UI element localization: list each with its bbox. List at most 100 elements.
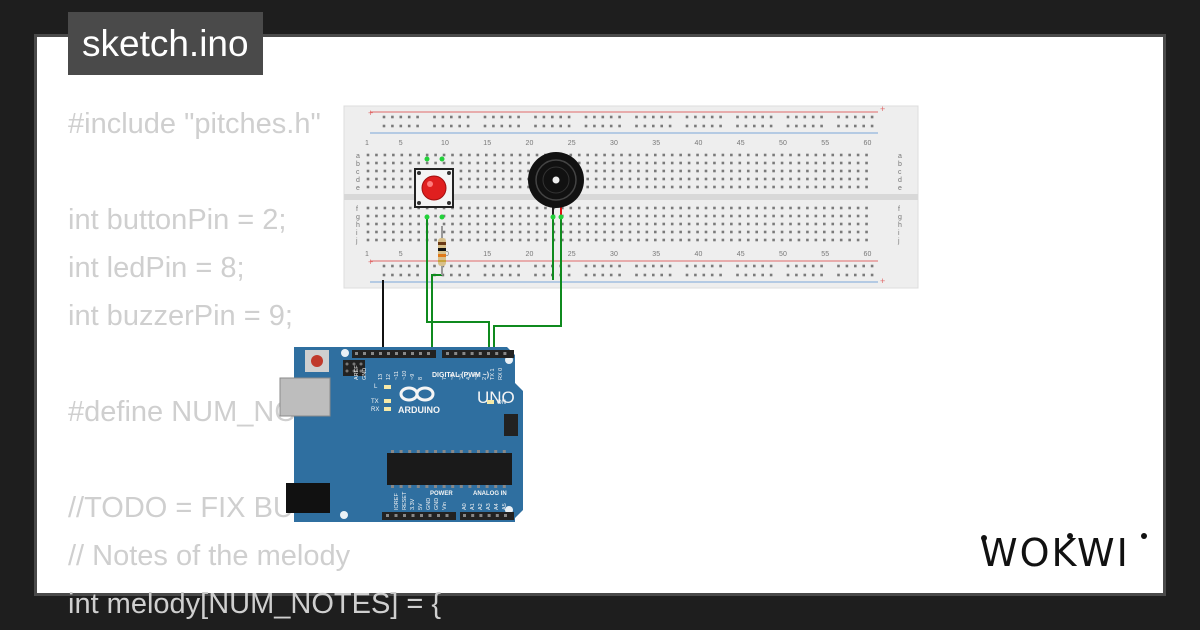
breadboard-row-letter: j (355, 238, 358, 245)
breadboard-column-number: 40 (695, 251, 703, 258)
usb-port (279, 377, 331, 417)
led-on-label: ON (497, 400, 506, 406)
header-pin-label: ~11 (394, 371, 400, 380)
breadboard-row-letter: b (898, 161, 902, 168)
header-pin-label: RESET (402, 491, 408, 510)
header-pin-label: A5 (502, 503, 508, 510)
wokwi-wordmark: WOKWI (980, 531, 1130, 575)
breadboard-column-number: 15 (483, 251, 491, 258)
header-pin-label: 3.3V (410, 498, 416, 510)
header-pin-label: GND (434, 498, 440, 510)
breadboard-row-letter: c (898, 169, 902, 176)
breadboard-column-number: 60 (864, 251, 872, 258)
wire-green-buzzer-pos (493, 216, 562, 352)
breadboard-column-number: 20 (526, 140, 534, 147)
breadboard-column-number: 55 (821, 140, 829, 147)
code-line: // Notes of the melody (68, 540, 351, 572)
breadboard-column-number: 55 (821, 251, 829, 258)
reset-button[interactable] (311, 355, 323, 367)
led-rx (384, 407, 391, 411)
wire-green-button (426, 216, 490, 352)
header-pin-label: 13 (378, 374, 384, 380)
breadboard-row-letter: h (356, 222, 360, 229)
header-pin-label: A1 (470, 503, 476, 510)
breadboard-column-number: 5 (399, 140, 403, 147)
digital-pwm-label: DIGITAL (PWM ~) (432, 372, 489, 379)
header-pin-label: Vin (442, 502, 448, 510)
breadboard-row-letter: e (898, 185, 902, 192)
rail-plus-label-bottom: + (368, 257, 373, 267)
resistor (438, 226, 446, 275)
breadboard-column-number: 25 (568, 140, 576, 147)
breadboard-row-letter: f (356, 206, 358, 213)
led-rx-label: RX (371, 407, 379, 413)
led-tx (384, 399, 391, 403)
breadboard-row-letter: i (898, 230, 900, 237)
power-jack (286, 483, 330, 513)
breadboard-row-letter: a (356, 153, 360, 160)
breadboard-column-number: 35 (652, 140, 660, 147)
breadboard-row-letter: g (356, 214, 360, 221)
breadboard-column-number: 1 (365, 251, 369, 258)
wokwi-logo: WOKWI (980, 531, 1147, 575)
header-pin-label: A0 (462, 503, 468, 510)
uno-label: UNO (477, 388, 515, 407)
breadboard-row-letter: d (356, 177, 360, 184)
breadboard-row-letter: g (898, 214, 902, 221)
pushbutton[interactable] (414, 156, 454, 220)
breadboard-row-letter: a (898, 153, 902, 160)
code-line: int buzzerPin = 9; (68, 300, 293, 332)
wire-green-resistor (431, 274, 442, 352)
breadboard-column-number: 50 (779, 140, 787, 147)
wires (382, 216, 562, 352)
led-on (487, 400, 494, 404)
breadboard-row-letter: h (898, 222, 902, 229)
arduino-brand-label: ARDUINO (398, 405, 440, 415)
breadboard-column-number: 40 (695, 140, 703, 147)
power-label: POWER (430, 491, 453, 497)
header-pin-label: A3 (486, 503, 492, 510)
breadboard-column-number: 15 (483, 140, 491, 147)
header-pin-label: TX 1 (490, 368, 496, 380)
breadboard-column-number: 50 (779, 251, 787, 258)
breadboard-column-number: 45 (737, 140, 745, 147)
breadboard-column-number: 45 (737, 251, 745, 258)
breadboard-column-number: 30 (610, 140, 618, 147)
code-line: int buttonPin = 2; (68, 204, 287, 236)
header-pin-label: IOREF (394, 493, 400, 510)
breadboard-row-letter: d (898, 177, 902, 184)
breadboard-column-number: 60 (864, 140, 872, 147)
header-pin-label: ~9 (410, 374, 416, 380)
header-pin-label: ~3 (474, 374, 480, 380)
breadboard-column-number: 10 (441, 140, 449, 147)
code-line: int ledPin = 8; (68, 252, 245, 284)
file-title-tab[interactable]: sketch.ino (68, 12, 263, 75)
header-pin-label: 8 (418, 377, 424, 380)
arduino-uno-board: DIGITAL (PWM ~) UNO ARDUINO L TX RX ON P… (279, 347, 523, 522)
led-l (384, 385, 391, 389)
rail-plus-label-bottom-right: + (880, 276, 885, 286)
breadboard-row-letter: j (897, 238, 900, 245)
header-pin-label: ~5 (458, 374, 464, 380)
header-pin-label: 7 (442, 377, 448, 380)
breadboard-column-number: 25 (568, 251, 576, 258)
header-pin-label: 4 (466, 377, 472, 380)
rail-plus-label: + (368, 108, 373, 118)
header-pin-label: 12 (386, 374, 392, 380)
header-pin-label: AREF (354, 365, 360, 380)
header-pin-label: GND (426, 498, 432, 510)
led-tx-label: TX (371, 399, 379, 405)
breadboard-row-letter: c (356, 169, 360, 176)
header-pin-label: RX 0 (498, 368, 504, 380)
led-l-label: L (374, 384, 378, 390)
buzzer (528, 152, 584, 220)
header-pin-label: A2 (478, 503, 484, 510)
breadboard-column-number: 20 (526, 251, 534, 258)
code-line: int melody[NUM_NOTES] = { (68, 588, 442, 620)
breadboard-row-letter: i (356, 230, 358, 237)
header-pin-label: A4 (494, 503, 500, 510)
header-pin-label: 5V (418, 503, 424, 510)
arduino-logo (399, 386, 435, 402)
